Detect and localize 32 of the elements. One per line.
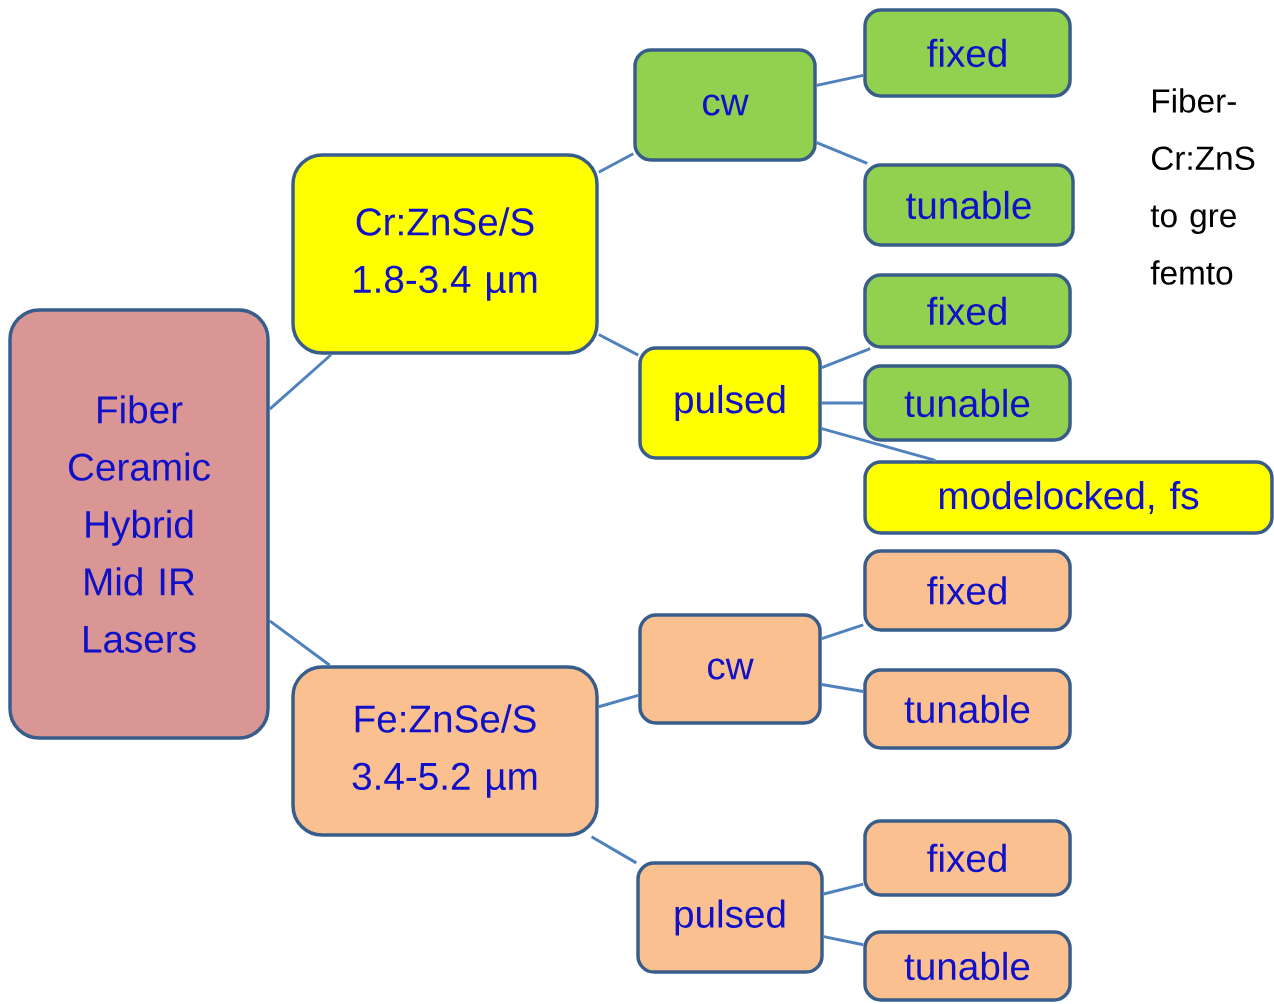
connector-line [598,333,639,357]
mode-box: cw [638,613,822,725]
option-box: tunable [863,364,1072,442]
connector-line [268,619,331,667]
root-box: Fiber Ceramic Hybrid Mid IR Lasers [8,308,270,740]
mode-box: cw [633,48,817,162]
connector-line [816,73,864,87]
crystal-box: Cr:ZnSe/S 1.8-3.4 µm [291,153,599,355]
option-box: fixed [863,273,1072,349]
connector-line [821,623,864,641]
option-box: tunable [863,163,1075,247]
connector-line [821,683,864,693]
mode-box: pulsed [638,346,822,460]
connector-line [823,882,864,896]
option-box: fixed [863,819,1072,897]
mode-box: pulsed [636,861,824,974]
note-text: Fiber- Cr:ZnS to gre femto [1150,88,1255,285]
connector-line [821,401,864,405]
option-box: modelocked, fs [863,460,1274,535]
option-box: tunable [863,668,1072,750]
crystal-box: Fe:ZnSe/S 3.4-5.2 µm [291,665,599,837]
connector-line [598,693,639,709]
connector-line [268,353,333,411]
connector-line [598,152,634,174]
connector-line [821,427,936,462]
connector-line [590,835,637,865]
option-box: fixed [863,549,1072,632]
option-box: tunable [863,930,1072,1002]
connector-line [821,347,871,369]
option-box: fixed [863,8,1072,98]
connector-line [816,141,868,165]
connector-line [823,935,864,947]
